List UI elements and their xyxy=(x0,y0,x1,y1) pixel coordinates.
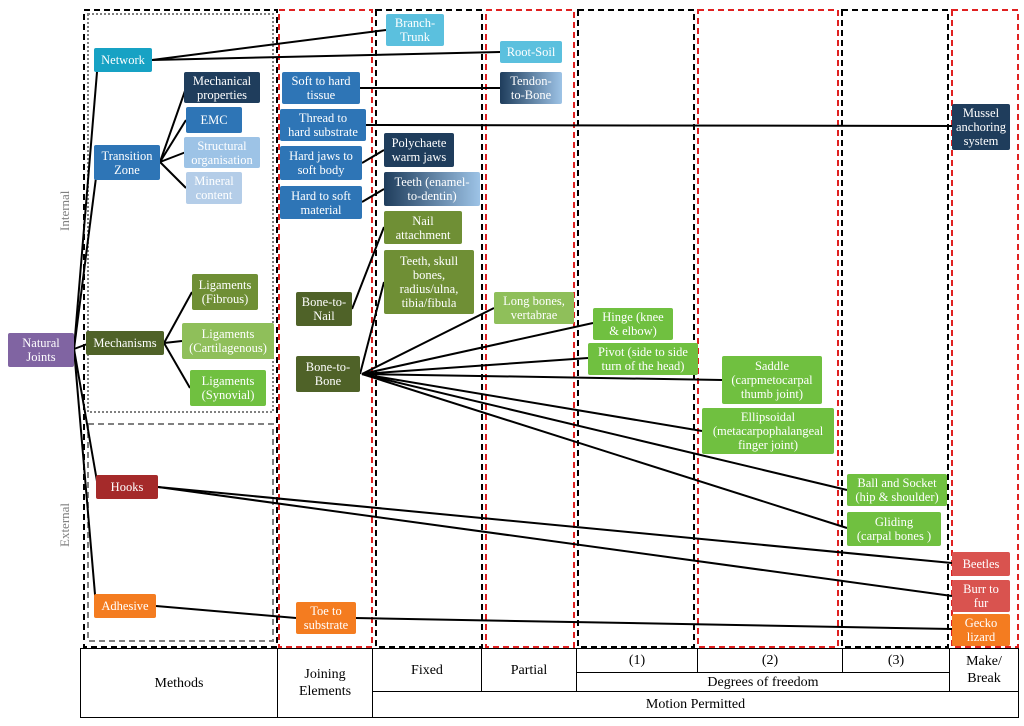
joining-column-frame xyxy=(278,9,373,648)
toe-to-substrate-node[interactable]: Toe to substrate xyxy=(296,602,356,634)
adhesive-node[interactable]: Adhesive xyxy=(94,594,156,618)
dof-2-header: (2) xyxy=(697,648,843,673)
internal-label: Internal xyxy=(57,190,72,231)
hard-jaws-to-soft-body-node[interactable]: Hard jaws to soft body xyxy=(280,146,362,180)
mineral-content-node[interactable]: Mineral content xyxy=(186,172,242,204)
mechanical-properties-node[interactable]: Mechanical properties xyxy=(184,72,260,103)
bone-to-bone-node[interactable]: Bone-to- Bone xyxy=(296,356,360,392)
dof2-column-frame xyxy=(697,9,839,648)
emc-node[interactable]: EMC xyxy=(186,107,242,133)
gecko-lizard-node[interactable]: Gecko lizard xyxy=(952,614,1010,646)
partial-header: Partial xyxy=(481,648,577,692)
structural-organisation-node[interactable]: Structural organisation xyxy=(184,137,260,168)
beetles-node[interactable]: Beetles xyxy=(952,552,1010,576)
branch-trunk-node[interactable]: Branch- Trunk xyxy=(386,14,444,46)
teeth-enamel-to-dentin-node[interactable]: Teeth (enamel- to-dentin) xyxy=(384,172,480,206)
nail-attachment-node[interactable]: Nail attachment xyxy=(384,211,462,244)
long-bones-vertabrae-node[interactable]: Long bones, vertabrae xyxy=(494,292,574,324)
thread-to-hard-substrate-node[interactable]: Thread to hard substrate xyxy=(280,109,366,141)
ligaments-fibrous-node[interactable]: Ligaments (Fibrous) xyxy=(192,274,258,310)
dof-1-header: (1) xyxy=(576,648,698,673)
external-dashed-frame xyxy=(87,423,274,642)
mechanisms-node[interactable]: Mechanisms xyxy=(86,331,164,355)
methods-header: Methods xyxy=(80,648,278,718)
dof3-column-frame xyxy=(841,9,949,648)
burr-to-fur-node[interactable]: Burr to fur xyxy=(952,580,1010,612)
natural-joints-node[interactable]: Natural Joints xyxy=(8,333,74,367)
polychaete-warm-jaws-node[interactable]: Polychaete warm jaws xyxy=(384,133,454,167)
external-label: External xyxy=(57,502,72,547)
methods-column-frame xyxy=(83,9,278,648)
make-break-column-frame xyxy=(951,9,1019,648)
ligaments-synovial-node[interactable]: Ligaments (Synovial) xyxy=(190,370,266,406)
soft-to-hard-tissue-node[interactable]: Soft to hard tissue xyxy=(282,72,360,104)
transition-zone-node[interactable]: Transition Zone xyxy=(94,145,160,180)
ball-and-socket-node[interactable]: Ball and Socket (hip & shoulder) xyxy=(847,474,947,506)
make-break-header: Make/ Break xyxy=(949,648,1019,692)
joining-elements-header: Joining Elements xyxy=(277,648,373,718)
dof-3-header: (3) xyxy=(842,648,950,673)
degrees-of-freedom-header: Degrees of freedom xyxy=(576,672,950,692)
root-soil-node[interactable]: Root-Soil xyxy=(500,41,562,63)
partial-column-frame xyxy=(485,9,575,648)
teeth-skull-bones-node[interactable]: Teeth, skull bones, radius/ulna, tibia/f… xyxy=(384,250,474,314)
mussel-anchoring-system-node[interactable]: Mussel anchoring system xyxy=(952,104,1010,150)
saddle-node[interactable]: Saddle (carpmetocarpal thumb joint) xyxy=(722,356,822,404)
ellipsoidal-node[interactable]: Ellipsoidal (metacarpophalangeal finger … xyxy=(702,408,834,454)
fixed-header: Fixed xyxy=(372,648,482,692)
internal-dotted-frame xyxy=(87,13,274,413)
network-node[interactable]: Network xyxy=(94,48,152,72)
ligaments-cartilagenous-node[interactable]: Ligaments (Cartilagenous) xyxy=(182,323,274,359)
hard-to-soft-material-node[interactable]: Hard to soft material xyxy=(280,186,362,219)
hooks-node[interactable]: Hooks xyxy=(96,475,158,499)
hinge-node[interactable]: Hinge (knee & elbow) xyxy=(593,308,673,340)
gliding-node[interactable]: Gliding (carpal bones ) xyxy=(847,512,941,546)
dof1-column-frame xyxy=(577,9,695,648)
tendon-to-bone-node[interactable]: Tendon- to-Bone xyxy=(500,72,562,104)
motion-permitted-header: Motion Permitted xyxy=(372,691,1019,718)
fixed-column-frame xyxy=(375,9,483,648)
bone-to-nail-node[interactable]: Bone-to- Nail xyxy=(296,292,352,326)
pivot-node[interactable]: Pivot (side to side turn of the head) xyxy=(588,343,698,375)
